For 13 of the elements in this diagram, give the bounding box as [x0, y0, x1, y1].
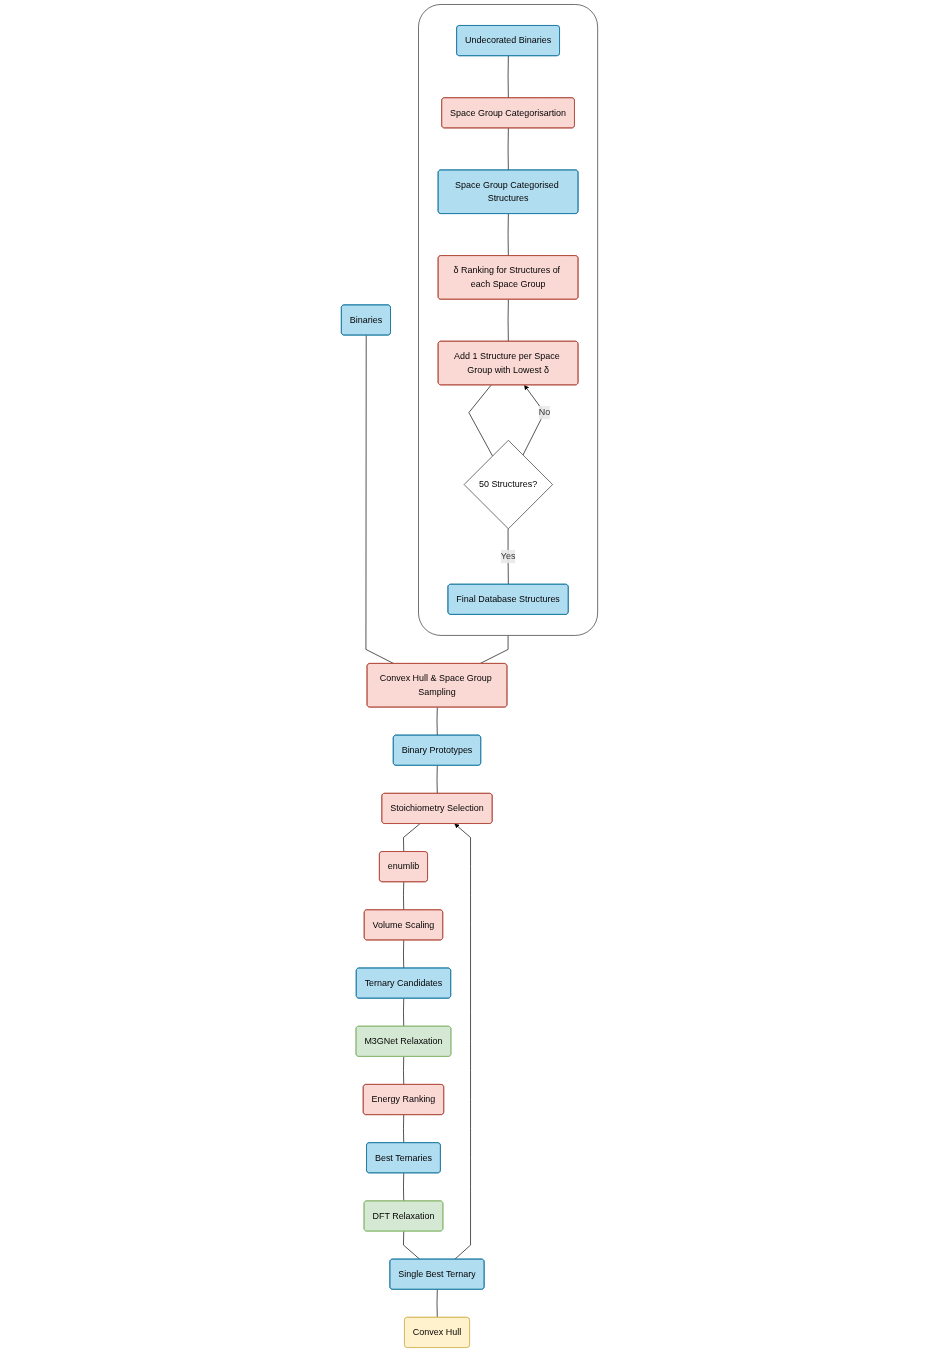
connector	[403, 1056, 405, 1086]
connector	[403, 881, 405, 911]
edge-label: Yes	[500, 551, 516, 561]
connector	[403, 1231, 421, 1260]
connector	[403, 998, 405, 1027]
edge-label: No	[538, 407, 551, 418]
cluster	[418, 4, 598, 636]
node-diamond: 50 Structures?	[463, 440, 553, 530]
connector	[403, 1114, 405, 1144]
connector	[403, 1172, 405, 1202]
connector	[468, 384, 493, 457]
connector	[403, 823, 421, 853]
connector	[403, 939, 405, 969]
